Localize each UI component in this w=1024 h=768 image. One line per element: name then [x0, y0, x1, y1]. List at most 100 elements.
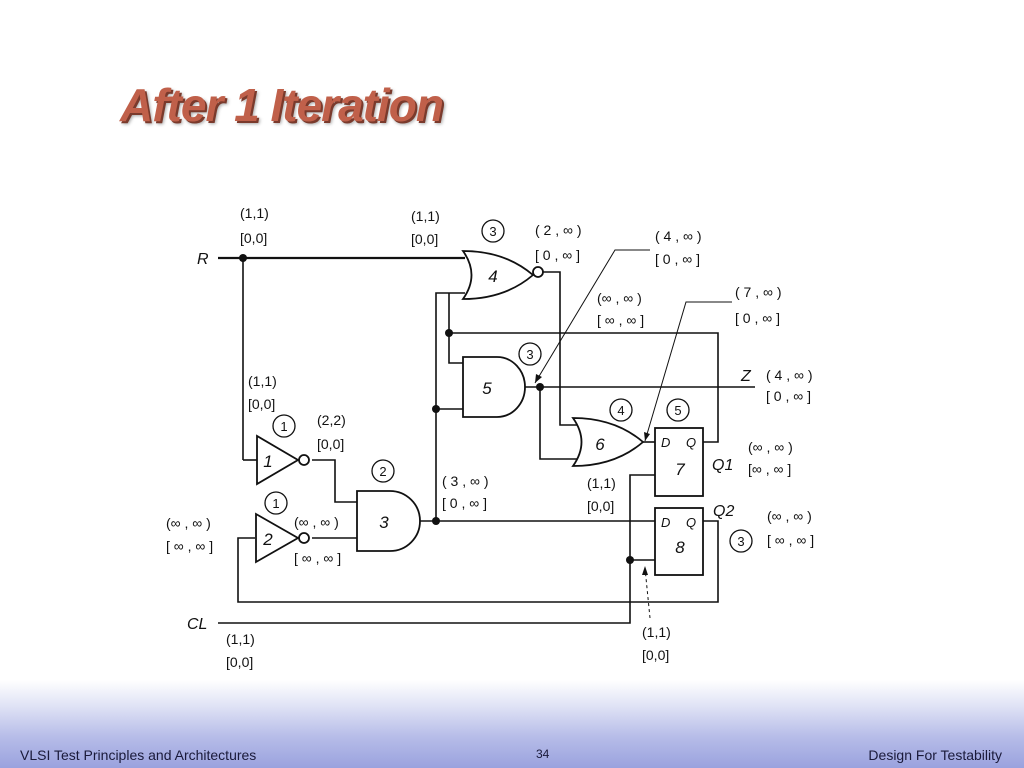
measure-cc: (1,1) — [411, 208, 440, 224]
svg-text:3: 3 — [526, 347, 533, 362]
footer-page-number: 34 — [536, 747, 550, 761]
slide-title: After 1 Iteration — [120, 79, 444, 131]
wire-cl — [218, 474, 655, 624]
arrow-gate5-in — [534, 249, 650, 384]
measure-annotations: (1,1) [0,0] (1,1) [0,0] ( 2 , ∞ ) [ 0 , … — [166, 205, 814, 670]
level-gate5: 3 — [518, 342, 542, 366]
measure-sc: [0,0] — [240, 230, 267, 246]
svg-text:3: 3 — [489, 224, 496, 239]
measure-cc: ( 7 , ∞ ) — [735, 284, 782, 300]
gate-2-not — [255, 512, 310, 564]
signal-labels: R CL Z Q1 Q2 — [187, 251, 752, 633]
measure-sc: [0,0] — [411, 231, 438, 247]
junction-dot — [626, 556, 634, 564]
junction-dot — [432, 517, 440, 525]
ff7-d-pin: D — [661, 435, 670, 450]
gate-number: 2 — [262, 530, 273, 549]
measure-sc: [0,0] — [317, 436, 344, 452]
junction-dot — [239, 254, 247, 262]
measure-cc: (∞ , ∞ ) — [767, 508, 812, 524]
measure-sc: [ 0 , ∞ ] — [735, 310, 780, 326]
measure-sc: [ ∞ , ∞ ] — [767, 532, 814, 548]
svg-text:3: 3 — [737, 534, 744, 549]
level-ff7: 5 — [666, 398, 690, 422]
level-circles: 3 3 4 5 2 1 1 3 — [264, 219, 753, 553]
measure-cc: (∞ , ∞ ) — [597, 290, 642, 306]
wire-gate5-to-gate6 — [539, 387, 577, 460]
ff-pin-labels: D Q D Q — [661, 435, 696, 530]
gate-6-or — [571, 417, 645, 467]
level-gate3: 2 — [371, 459, 395, 483]
measure-cc: (1,1) — [240, 205, 269, 221]
footer-band — [0, 680, 1024, 768]
measure-cc: (∞ , ∞ ) — [748, 439, 793, 455]
gate-labels: 4 5 6 3 1 2 7 8 — [262, 267, 685, 557]
arrow-heads — [535, 374, 650, 575]
footer-course-title: VLSI Test Principles and Architectures — [20, 747, 257, 763]
measure-cc: ( 2 , ∞ ) — [535, 222, 582, 238]
pointer-arrows — [534, 249, 732, 619]
gate-number: 8 — [675, 538, 685, 557]
junction-dots — [239, 254, 634, 564]
signal-cl: CL — [187, 616, 207, 633]
wire-gate1-to-gate3 — [312, 459, 357, 503]
measure-sc: [ 0 , ∞ ] — [655, 251, 700, 267]
signal-q1: Q1 — [712, 457, 733, 474]
gate-3-and — [356, 490, 421, 552]
measure-sc: [ 0 , ∞ ] — [766, 388, 811, 404]
signal-q2: Q2 — [713, 503, 734, 520]
svg-text:1: 1 — [272, 496, 279, 511]
measure-cc: (1,1) — [587, 475, 616, 491]
measure-sc: [ ∞ , ∞ ] — [597, 312, 644, 328]
gate-number: 4 — [488, 267, 497, 286]
gate-1-not — [256, 434, 310, 486]
level-gate6: 4 — [609, 398, 633, 422]
svg-text:5: 5 — [674, 403, 681, 418]
measure-cc: (∞ , ∞ ) — [294, 514, 339, 530]
measure-cc: (1,1) — [248, 373, 277, 389]
gate-number: 1 — [263, 452, 272, 471]
level-gate4: 3 — [481, 219, 505, 243]
junction-dot — [445, 329, 453, 337]
gate-4-nor — [461, 250, 544, 300]
measure-cc: (1,1) — [226, 631, 255, 647]
arrow-ff8-clk — [644, 567, 651, 619]
measure-cc: (∞ , ∞ ) — [166, 515, 211, 531]
measure-cc: (1,1) — [642, 624, 671, 640]
ff8-q-pin: Q — [686, 515, 696, 530]
wire-q1-feedback — [448, 332, 719, 443]
wire-gate3-up — [435, 292, 465, 521]
gate-number: 5 — [482, 379, 492, 398]
measure-sc: [ 0 , ∞ ] — [442, 495, 487, 511]
measure-sc: [0,0] — [587, 498, 614, 514]
measure-sc: [ ∞ , ∞ ] — [294, 550, 341, 566]
ff7-q-pin: Q — [686, 435, 696, 450]
measure-sc: [ ∞ , ∞ ] — [166, 538, 213, 554]
measure-cc: (2,2) — [317, 412, 346, 428]
wires — [218, 256, 755, 624]
gate-number: 3 — [379, 513, 389, 532]
measure-sc: [0,0] — [226, 654, 253, 670]
measure-cc: ( 3 , ∞ ) — [442, 473, 489, 489]
arrow-ff7-d — [644, 301, 732, 442]
level-gate1: 1 — [272, 414, 296, 438]
gate-5-and — [462, 356, 526, 418]
measure-sc: [0,0] — [642, 647, 669, 663]
junction-dot — [432, 405, 440, 413]
measure-sc: [0,0] — [248, 396, 275, 412]
svg-text:4: 4 — [617, 403, 624, 418]
wire-gate4-out — [543, 271, 577, 426]
junction-dot — [536, 383, 544, 391]
measure-sc: [∞ , ∞ ] — [748, 461, 791, 477]
ff8-d-pin: D — [661, 515, 670, 530]
measure-sc: [ 0 , ∞ ] — [535, 247, 580, 263]
level-gate2: 1 — [264, 491, 288, 515]
footer-chapter-title: Design For Testability — [868, 747, 1002, 763]
measure-cc: ( 4 , ∞ ) — [655, 228, 702, 244]
svg-text:1: 1 — [280, 419, 287, 434]
svg-text:2: 2 — [379, 464, 386, 479]
gate-number: 6 — [595, 435, 605, 454]
level-ff8: 3 — [729, 529, 753, 553]
measure-cc: ( 4 , ∞ ) — [766, 367, 813, 383]
